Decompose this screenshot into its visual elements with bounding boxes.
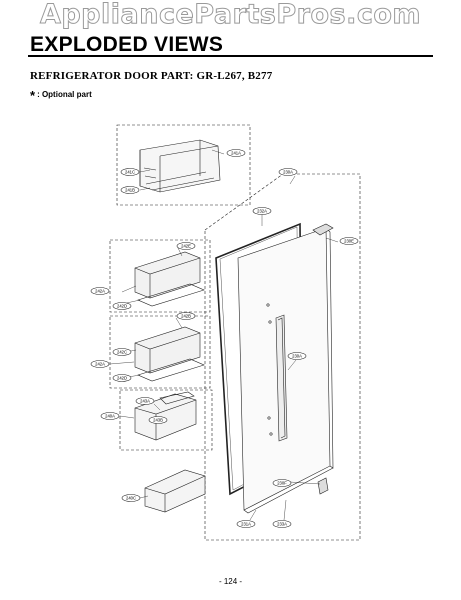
svg-text:242E: 242E [181, 244, 191, 249]
page-number: - 124 - [218, 577, 243, 586]
part-label-243B: 243B [148, 416, 168, 424]
part-label-243A: 243A [135, 397, 155, 405]
part-label-240A: 240A [100, 412, 120, 420]
part-label-230A-body: 230A [287, 352, 307, 360]
svg-text:230A: 230A [283, 170, 293, 175]
shelf-bin-1 [109, 239, 211, 313]
shelf-bin-2 [109, 315, 211, 389]
svg-text:240C: 240C [126, 496, 136, 501]
part-label-241A: 241A [226, 149, 246, 157]
svg-text:230F: 230F [277, 481, 287, 486]
part-label-241B: 241B [120, 186, 140, 194]
page-subtitle: REFRIGERATOR DOOR PART: GR-L267, B277 [30, 70, 273, 82]
door-body [237, 223, 334, 514]
svg-text:231A: 231A [241, 522, 251, 527]
svg-text:240A: 240A [105, 414, 115, 419]
optional-part-note: *: Optional part [30, 88, 92, 103]
svg-text:242B: 242B [181, 314, 191, 319]
svg-text:241B: 241B [125, 188, 135, 193]
part-label-241C: 241C [120, 168, 140, 176]
svg-text:241C: 241C [125, 170, 135, 175]
svg-text:242A: 242A [95, 289, 105, 294]
part-label-230F: 230F [272, 479, 292, 487]
bottom-bin [144, 469, 206, 513]
svg-text:241A: 241A [231, 151, 241, 156]
svg-text:243A: 243A [140, 399, 150, 404]
svg-text:242D: 242D [117, 376, 127, 381]
title-divider [28, 55, 433, 57]
part-label-230E: 230E [339, 237, 359, 245]
part-labels: 241A 241C 241B 230A 232A 230E 242E 242A … [90, 149, 359, 528]
part-label-242E: 242E [176, 242, 196, 250]
optional-note-text: : Optional part [37, 90, 92, 99]
svg-text:232A: 232A [257, 209, 267, 214]
watermark-text: AppliancePartsPros.com [39, 0, 422, 30]
part-label-232A: 232A [252, 207, 272, 215]
optional-asterisk: * [30, 88, 36, 103]
part-label-240C: 240C [121, 494, 141, 502]
svg-text:242C: 242C [117, 350, 127, 355]
part-label-242D-2: 242D [112, 374, 132, 382]
top-bin-group [116, 124, 251, 206]
leader-lines [109, 149, 339, 521]
page-title: EXPLODED VIEWS [30, 33, 224, 56]
svg-text:233A: 233A [277, 522, 287, 527]
part-label-242A-2: 242A [90, 360, 110, 368]
part-label-233A: 233A [272, 520, 292, 528]
svg-text:230A: 230A [292, 354, 302, 359]
svg-text:242A: 242A [95, 362, 105, 367]
part-label-230A-top: 230A [278, 168, 298, 176]
dairy-compartment [119, 389, 213, 451]
svg-text:243B: 243B [153, 418, 163, 423]
part-label-242A-1: 242A [90, 287, 110, 295]
part-label-242C: 242C [112, 348, 132, 356]
part-label-242D-1: 242D [112, 302, 132, 310]
svg-text:230E: 230E [344, 239, 354, 244]
part-label-231A: 231A [236, 520, 256, 528]
part-label-242B: 242B [176, 312, 196, 320]
svg-text:242D: 242D [117, 304, 127, 309]
